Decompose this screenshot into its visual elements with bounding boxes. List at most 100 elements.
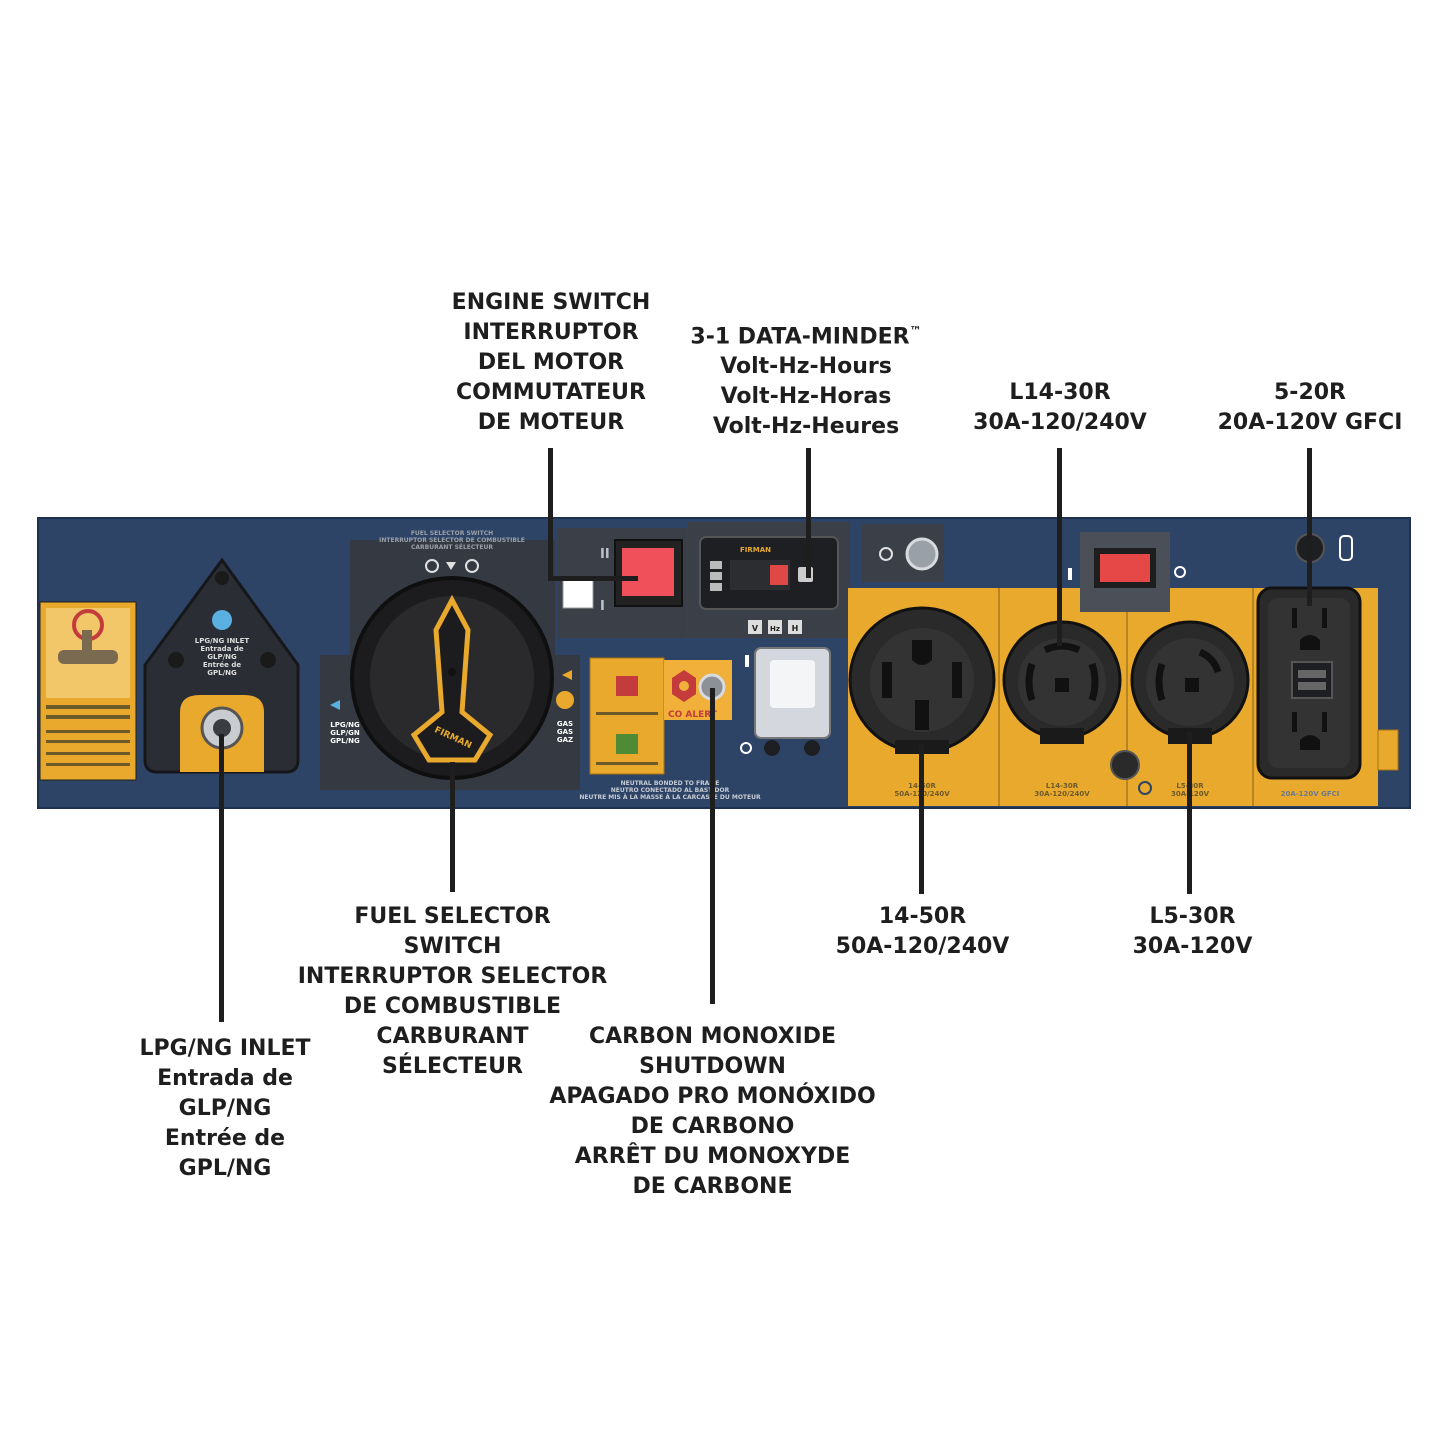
lpg-inlet-line: LPG/NG INLET bbox=[139, 1036, 311, 1061]
lpg-side-label: GPL/NG bbox=[330, 737, 360, 745]
lpg-inlet-label: LPG/NG INLET Entrada de GLP/NG Entrée de… bbox=[125, 1034, 325, 1184]
co-shutdown-line: DE CARBONE bbox=[632, 1174, 793, 1199]
14-50r-label: 14-50R 50A-120/240V bbox=[820, 902, 1025, 962]
l5-30r-label: L5-30R 30A-120V bbox=[1110, 902, 1275, 962]
outlet-l14-30r[interactable]: L14-30R 30A-120/240V bbox=[1002, 620, 1122, 798]
meter-brand: FIRMAN bbox=[740, 546, 771, 554]
power-off-icon bbox=[425, 559, 439, 573]
data-minder-label: 3-1 DATA-MINDER™ Volt-Hz-Hours Volt-Hz-H… bbox=[672, 316, 940, 442]
leader-fuel-selector bbox=[450, 762, 455, 892]
leader-engine-switch-vertical bbox=[548, 448, 553, 580]
fuel-selector-line: CARBURANT bbox=[376, 1024, 529, 1049]
gfci-label: 20A-120V GFCI bbox=[1281, 790, 1340, 798]
fuel-selector-header-line: INTERRUPTOR SELECTOR DE COMBUSTIBLE bbox=[379, 537, 525, 544]
fuel-selector-line: SWITCH bbox=[403, 934, 502, 959]
inlet-plate-line: Entrée de bbox=[203, 661, 242, 669]
lpg-inlet-line: GLP/NG bbox=[178, 1096, 272, 1121]
fuel-selector-area: FUEL SELECTOR SWITCH INTERRUPTOR SELECTO… bbox=[320, 530, 580, 790]
gas-side-label: GAZ bbox=[557, 736, 573, 744]
fuel-selector-line: SÉLECTEUR bbox=[382, 1054, 523, 1079]
fuel-selector-line: FUEL SELECTOR bbox=[354, 904, 551, 929]
ground-icon bbox=[1110, 750, 1140, 780]
neutral-note-line: NEUTRE MIS À LA MASSE À LA CARCASSE DU M… bbox=[579, 794, 761, 801]
l5-30r-line: L5-30R bbox=[1149, 904, 1236, 929]
data-minder-title: 3-1 DATA-MINDER™ bbox=[690, 324, 922, 350]
inlet-plate-line: GPL/NG bbox=[207, 669, 237, 677]
outlet-5-20r-gfci[interactable]: 20A-120V GFCI bbox=[1256, 533, 1399, 798]
lpg-side-label: GLP/GN bbox=[330, 729, 360, 737]
gas-side-label: GAS bbox=[557, 728, 573, 736]
light-icon bbox=[879, 547, 893, 561]
co-shutdown-line: CARBON MONOXIDE bbox=[588, 1024, 837, 1049]
trademark-mark: ™ bbox=[909, 324, 922, 338]
data-minder-line: Volt-Hz-Heures bbox=[712, 414, 900, 440]
fuel-selector-header-line: CARBURANT SÉLECTEUR bbox=[411, 543, 493, 551]
engine-switch-line: DEL MOTOR bbox=[477, 350, 625, 375]
engine-switch-label: ENGINE SWITCH INTERRUPTOR DEL MOTOR COMM… bbox=[440, 288, 662, 438]
engine-switch-line: INTERRUPTOR bbox=[463, 320, 639, 345]
light-switch-block bbox=[862, 524, 944, 582]
l14-30r-label: L14-30R 30A-120/240V bbox=[960, 378, 1160, 438]
l14-30r-line: L14-30R bbox=[1009, 380, 1111, 405]
co-shutdown-line: APAGADO PRO MONÓXIDO bbox=[549, 1084, 876, 1109]
leader-5-20r bbox=[1307, 448, 1312, 606]
lpg-side-label: LPG/NG bbox=[330, 721, 360, 729]
fuel-selector-label: FUEL SELECTOR SWITCH INTERRUPTOR SELECTO… bbox=[290, 902, 615, 1082]
leader-lpg-inlet bbox=[219, 734, 224, 1022]
main-breaker bbox=[740, 647, 831, 756]
co-alert-text: CO ALERT bbox=[668, 710, 718, 720]
l5-30r-line: 30A-120V bbox=[1132, 934, 1253, 959]
co-alert-block: CO ALERT NEUTRAL BONDED TO FRAME NEUTRO … bbox=[579, 657, 761, 801]
meter-key: Hz bbox=[770, 625, 780, 633]
14-50r-line: 50A-120/240V bbox=[835, 934, 1010, 959]
leader-engine-switch-horizontal bbox=[548, 576, 638, 581]
neutral-note-line: NEUTRAL BONDED TO FRAME bbox=[621, 780, 720, 787]
lpg-inlet-line: Entrée de bbox=[164, 1126, 286, 1151]
data-minder-line: Volt-Hz-Horas bbox=[720, 384, 892, 410]
inlet-plate-line: Entrada de bbox=[200, 645, 243, 653]
outlet-l5-30r[interactable]: L5-30R 30A-120V bbox=[1130, 620, 1250, 798]
fuel-drop-icon bbox=[212, 610, 232, 630]
lpg-inlet-plate: LPG/NG INLET Entrada de GLP/NG Entrée de… bbox=[143, 557, 300, 774]
inlet-plate-line: GLP/NG bbox=[207, 653, 237, 661]
meter-key: V bbox=[752, 624, 759, 633]
meter-key: H bbox=[792, 624, 799, 633]
leader-data-minder bbox=[806, 448, 811, 578]
l14-30r-line: 30A-120/240V bbox=[973, 410, 1147, 435]
co-shutdown-line: ARRÊT DU MONOXYDE bbox=[574, 1144, 851, 1169]
l14-breaker bbox=[1068, 532, 1186, 612]
leader-l5-30r bbox=[1187, 732, 1192, 894]
engine-switch-line: ENGINE SWITCH bbox=[451, 290, 651, 315]
leader-14-50r bbox=[919, 744, 924, 894]
5-20r-line: 20A-120V GFCI bbox=[1217, 410, 1403, 435]
fuel-selector-header-line: FUEL SELECTOR SWITCH bbox=[411, 530, 493, 537]
inlet-plate-line: LPG/NG INLET bbox=[195, 637, 250, 645]
lpg-inlet-line: GPL/NG bbox=[178, 1156, 272, 1181]
5-20r-label: 5-20R 20A-120V GFCI bbox=[1205, 378, 1415, 438]
fuel-selector-line: INTERRUPTOR SELECTOR bbox=[297, 964, 608, 989]
fuel-selector-line: DE COMBUSTIBLE bbox=[343, 994, 562, 1019]
leader-co-shutdown bbox=[710, 688, 715, 1004]
engine-switch-block: II I bbox=[557, 528, 687, 638]
co-shutdown-label: CARBON MONOXIDE SHUTDOWN APAGADO PRO MON… bbox=[540, 1022, 885, 1202]
lpg-warning-label bbox=[39, 601, 137, 781]
data-minder-line: Volt-Hz-Hours bbox=[720, 354, 892, 380]
data-minder-block: FIRMAN V Hz H bbox=[688, 522, 850, 638]
engine-switch-line: COMMUTATEUR bbox=[456, 380, 646, 405]
5-20r-line: 5-20R bbox=[1274, 380, 1346, 405]
svg-text:II: II bbox=[600, 547, 610, 562]
svg-text:I: I bbox=[600, 599, 605, 614]
neutral-note-line: NEUTRO CONECTADO AL BASTIDOR bbox=[611, 787, 730, 794]
gas-side-label: GAS bbox=[557, 720, 573, 728]
lpg-inlet-line: Entrada de bbox=[157, 1066, 293, 1091]
co-shutdown-line: SHUTDOWN bbox=[639, 1054, 786, 1079]
engine-switch-line: DE MOTEUR bbox=[477, 410, 625, 435]
light-button[interactable] bbox=[905, 537, 939, 571]
outlet-14-50r[interactable]: 14-50R 50A-120/240V bbox=[848, 606, 996, 798]
leader-l14-30r bbox=[1057, 448, 1062, 646]
14-50r-line: 14-50R bbox=[878, 904, 967, 929]
co-shutdown-line: DE CARBONO bbox=[630, 1114, 795, 1139]
outlet-l14-30-label: 30A-120/240V bbox=[1034, 790, 1090, 798]
outlet-l14-30-label: L14-30R bbox=[1046, 782, 1079, 790]
